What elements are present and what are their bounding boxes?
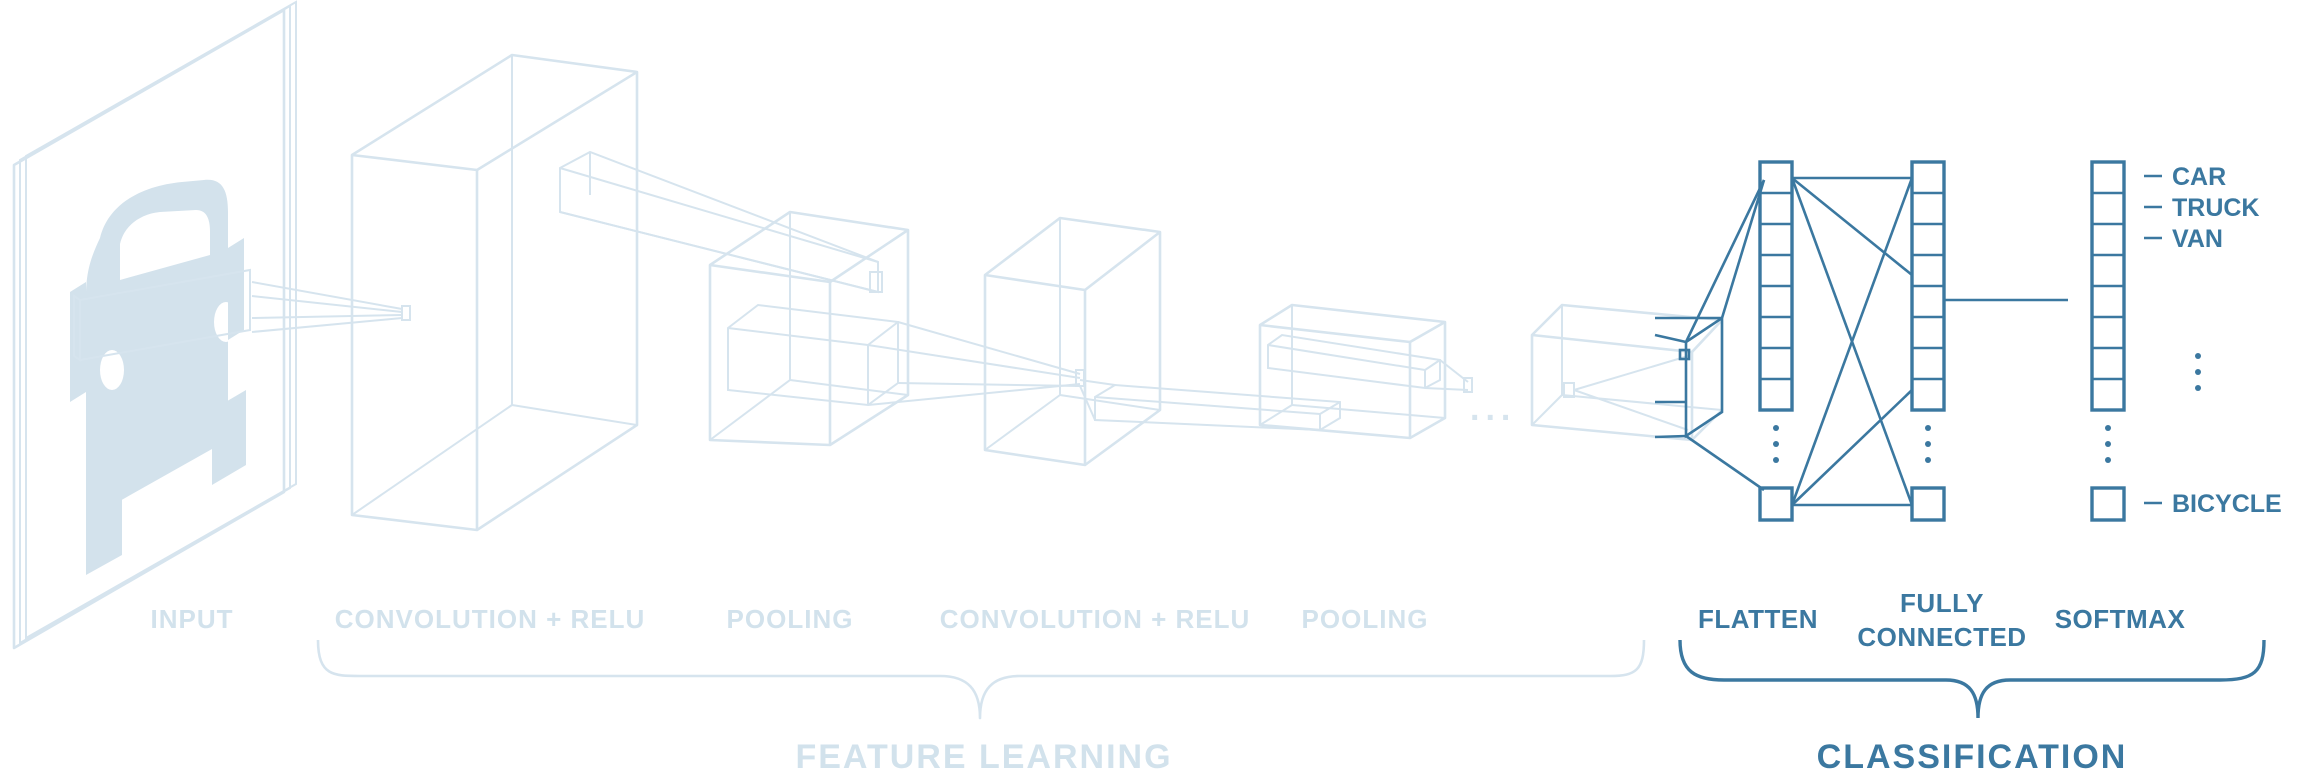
label-flatten: FLATTEN bbox=[1698, 604, 1818, 634]
car-front-icon bbox=[70, 179, 246, 575]
label-convolution-relu-1: CONVOLUTION + RELU bbox=[335, 604, 646, 634]
fully-connected-column bbox=[1910, 160, 2068, 522]
label-pooling-2: POOLING bbox=[1302, 604, 1429, 634]
label-input: INPUT bbox=[151, 604, 234, 634]
label-pooling-1: POOLING bbox=[727, 604, 854, 634]
label-fully-connected-line2: CONNECTED bbox=[1857, 622, 2026, 652]
fc-connections bbox=[1790, 176, 1914, 507]
feature-learning-brace bbox=[316, 639, 1646, 720]
projection-input-conv1 bbox=[251, 281, 411, 333]
class-label-bicycle: BICYCLE bbox=[2172, 490, 2282, 518]
class-label-van: VAN bbox=[2172, 225, 2223, 253]
label-softmax: SOFTMAX bbox=[2055, 604, 2186, 634]
class-label-car: CAR bbox=[2172, 163, 2226, 191]
flatten-column bbox=[1758, 160, 1794, 522]
pool1-block bbox=[708, 210, 1085, 447]
softmax-column bbox=[2090, 160, 2126, 522]
group-label-feature-learning: FEATURE LEARNING bbox=[795, 738, 1172, 775]
label-convolution-relu-2: CONVOLUTION + RELU bbox=[940, 604, 1251, 634]
ellipsis: ... bbox=[1470, 390, 1516, 428]
group-label-classification: CLASSIFICATION bbox=[1817, 738, 2128, 775]
conv1-block bbox=[350, 53, 883, 532]
input-image-stack bbox=[12, 0, 297, 650]
pool2-block bbox=[1258, 303, 1473, 440]
classification-brace bbox=[1678, 639, 2266, 719]
class-label-truck: TRUCK bbox=[2172, 194, 2260, 222]
flatten-connector bbox=[1654, 179, 1766, 492]
label-fully-connected-line1: FULLY bbox=[1900, 588, 1984, 618]
class-outputs: CAR TRUCK VAN BICYCLE bbox=[2144, 163, 2282, 518]
conv2-block bbox=[983, 216, 1341, 467]
